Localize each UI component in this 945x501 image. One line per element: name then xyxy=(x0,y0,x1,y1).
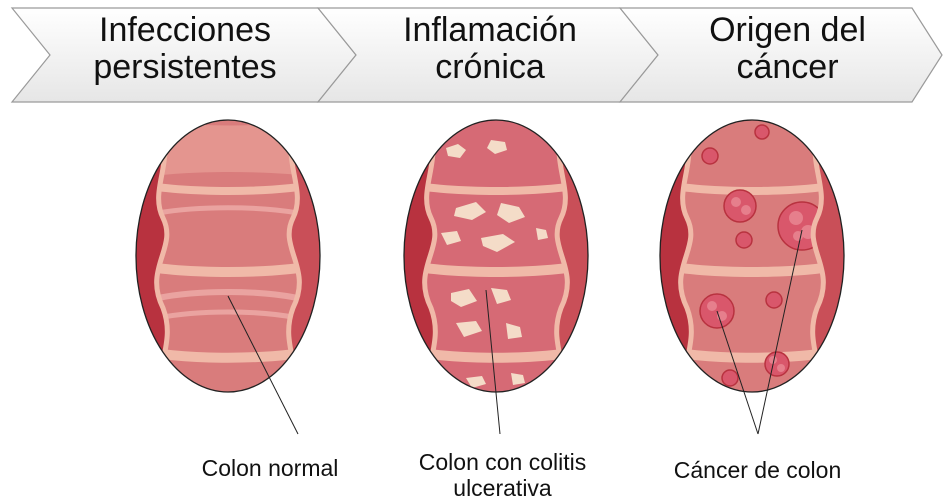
caption-colon-cancer: Cáncer de colon xyxy=(655,457,860,483)
step-label-infecciones: Infecciones persistentes xyxy=(60,12,310,86)
colon-cancer-illustration xyxy=(652,118,852,438)
step-label-inflamacion: Inflamación crónica xyxy=(365,12,615,86)
step-label-origen: Origen del cáncer xyxy=(665,12,910,86)
colon-normal-illustration xyxy=(128,118,328,438)
caption-colon-colitis: Colon con colitis ulcerativa xyxy=(400,449,605,501)
colon-colitis-illustration xyxy=(396,118,596,438)
caption-colon-normal: Colon normal xyxy=(185,455,355,481)
